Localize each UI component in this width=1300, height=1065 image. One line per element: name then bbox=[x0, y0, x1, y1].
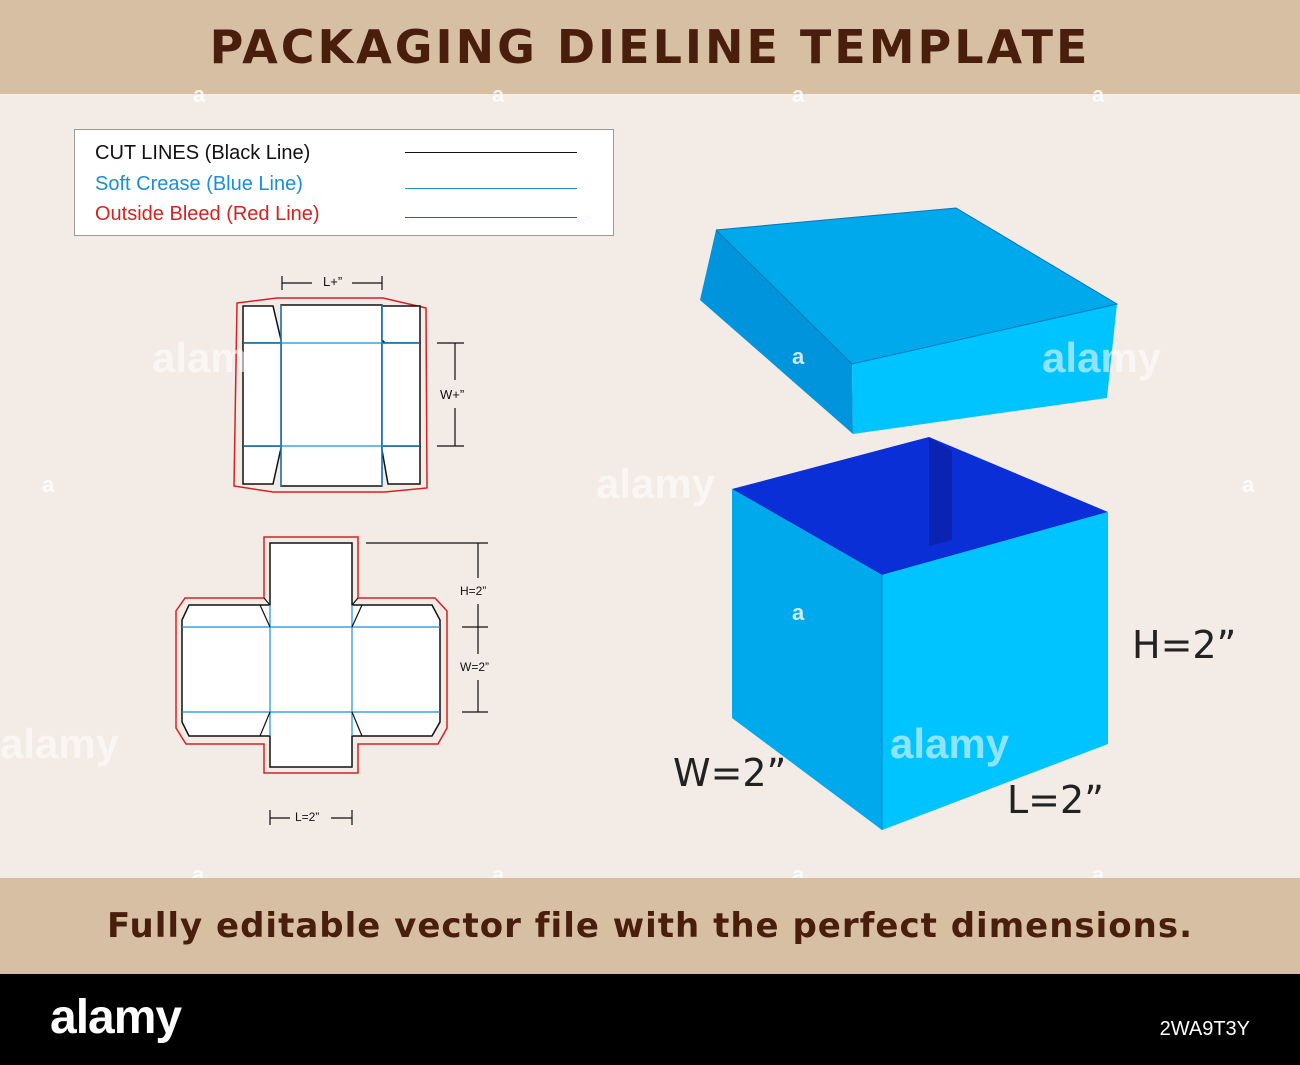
brand-logo: alamy bbox=[50, 991, 182, 1044]
base-width-label: W=2” bbox=[460, 660, 490, 674]
legend-cut-line bbox=[405, 152, 577, 153]
watermark-mark: a bbox=[1242, 472, 1255, 497]
watermark-mark: a bbox=[792, 82, 805, 107]
lid-length-label: L+” bbox=[323, 274, 343, 289]
base-bleed-outline bbox=[175, 536, 448, 774]
lid-bleed-outline bbox=[233, 297, 428, 493]
title-banner: PACKAGING DIELINE TEMPLATE bbox=[0, 0, 1300, 94]
lid-length-dimension bbox=[281, 276, 383, 290]
lid-center-panel bbox=[280, 304, 383, 487]
watermark-mark: a bbox=[492, 82, 505, 107]
base-dieline bbox=[175, 536, 488, 825]
svg-text:alamy: alamy bbox=[152, 334, 272, 381]
footer-banner: Fully editable vector file with the perf… bbox=[0, 878, 1300, 974]
base-width-dimension bbox=[462, 627, 488, 713]
brand-bar bbox=[0, 974, 1300, 1065]
watermark-layer: alamy alamy alamy alamy alamy bbox=[0, 334, 1162, 767]
watermark-mark: a bbox=[792, 600, 805, 625]
watermark-mark: a bbox=[193, 82, 206, 107]
lid-corner-br bbox=[381, 445, 421, 485]
watermark-mark: a bbox=[1092, 82, 1105, 107]
svg-text:alamy: alamy bbox=[890, 720, 1010, 767]
base-length-dimension bbox=[269, 810, 353, 825]
lid-width-label: W+” bbox=[440, 387, 465, 402]
box-front-face bbox=[882, 512, 1108, 830]
box-height-label: H=2” bbox=[1132, 623, 1237, 667]
box-length-label: L=2” bbox=[1007, 778, 1104, 822]
lid-front-face bbox=[852, 304, 1117, 434]
legend-crease-label: Soft Crease (Blue Line) bbox=[95, 173, 303, 195]
svg-text:alamy: alamy bbox=[1042, 334, 1162, 381]
watermark-mark: a bbox=[42, 472, 55, 497]
svg-text:alamy: alamy bbox=[596, 460, 716, 507]
base-cut-outline bbox=[181, 542, 441, 768]
page-title: PACKAGING DIELINE TEMPLATE bbox=[209, 20, 1091, 74]
image-id: 2WA9T3Y bbox=[1159, 1018, 1250, 1040]
box-width-label: W=2” bbox=[673, 751, 787, 795]
footer-tagline: Fully editable vector file with the perf… bbox=[106, 906, 1194, 946]
lid-dieline bbox=[233, 276, 464, 493]
watermark-mark: a bbox=[792, 344, 805, 369]
lid-corner-tr bbox=[381, 305, 421, 344]
lid-top-face bbox=[716, 208, 1117, 364]
lid-right-wall bbox=[381, 342, 421, 447]
legend-bleed-line bbox=[405, 217, 577, 218]
box-left-face bbox=[732, 489, 882, 830]
base-height-label: H=2” bbox=[460, 584, 487, 598]
box-lid-3d bbox=[700, 207, 1119, 434]
legend-cut-label: CUT LINES (Black Line) bbox=[95, 142, 311, 164]
base-length-label: L=2” bbox=[295, 810, 320, 824]
lid-width-dimension bbox=[437, 342, 464, 447]
box-base-3d bbox=[732, 437, 1108, 830]
legend-bleed-label: Outside Bleed (Red Line) bbox=[95, 203, 320, 225]
line-legend: CUT LINES (Black Line) Soft Crease (Blue… bbox=[74, 129, 614, 236]
svg-text:alamy: alamy bbox=[0, 720, 120, 767]
legend-crease-line bbox=[405, 188, 577, 189]
base-height-dimension bbox=[366, 542, 488, 628]
box-inside bbox=[732, 437, 1108, 575]
lid-corner-bl bbox=[242, 445, 282, 485]
lid-left-face bbox=[700, 230, 853, 434]
